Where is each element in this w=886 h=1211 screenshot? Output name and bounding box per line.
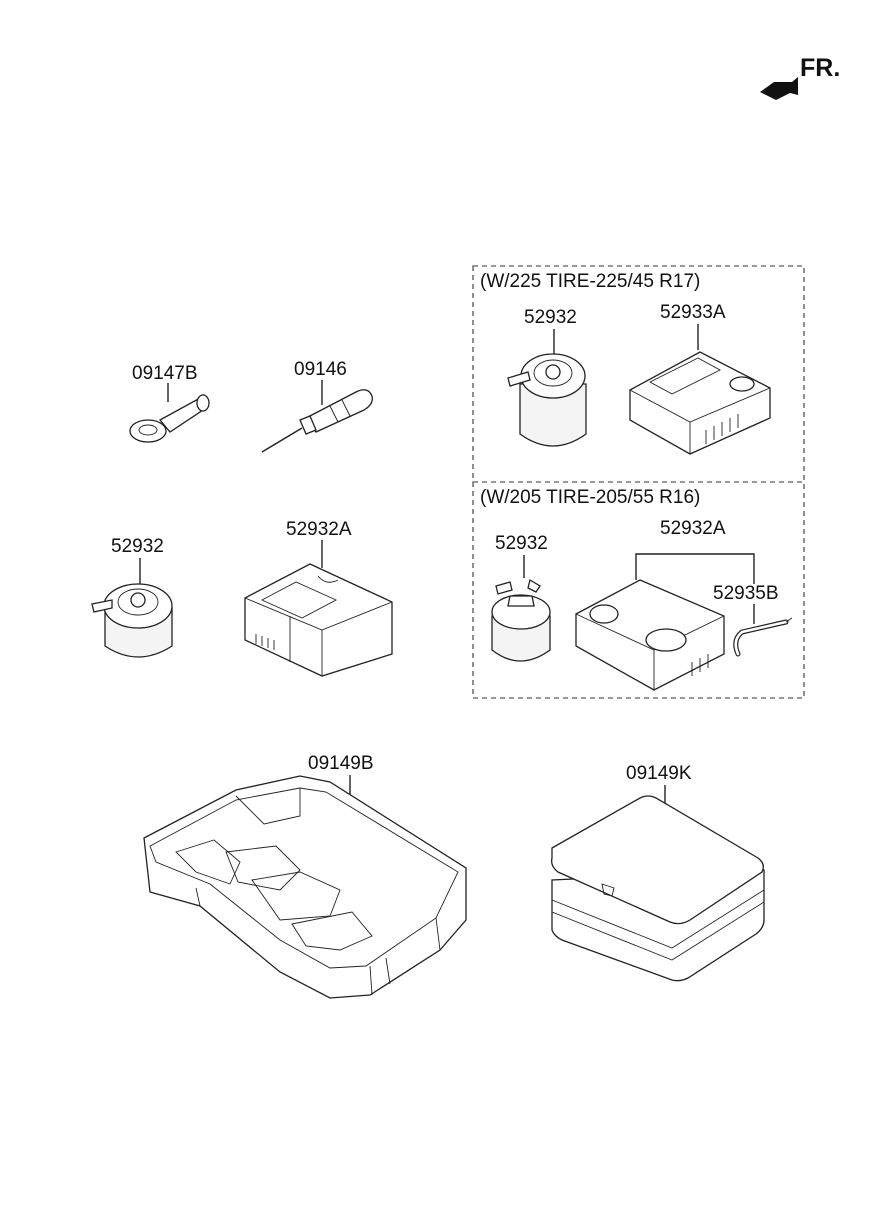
part-label-09149K: 09149K [626,763,692,784]
part-label-52932-option-205: 52932 [495,533,548,554]
part-label-52932A-option-205: 52932A [660,518,726,539]
part-label-52933A: 52933A [660,302,726,323]
part-label-52935B: 52935B [713,583,779,604]
option-label-225: (W/225 TIRE-225/45 R17) [480,271,700,292]
tool-case-icon [550,795,765,982]
part-52933A[interactable]: 52933A [629,302,771,455]
air-compressor-icon [575,579,725,691]
front-arrow-icon [760,77,798,100]
part-label-09147B: 09147B [132,363,198,384]
screwdriver-icon [261,389,373,453]
part-label-52932-standard: 52932 [111,536,164,557]
part-group-bracket [635,553,755,584]
part-52932A-standard[interactable]: 52932A [244,519,393,677]
part-label-52932-option-225: 52932 [524,307,577,328]
front-direction-indicator: FR. [760,54,840,100]
option-label-205: (W/205 TIRE-205/55 R16) [480,487,700,508]
part-09149K[interactable]: 09149K [550,763,765,982]
sealant-bottle-icon [91,583,173,658]
part-09147B[interactable]: 09147B [129,363,210,443]
part-09146[interactable]: 09146 [261,359,373,453]
part-52932-standard[interactable]: 52932 [91,536,173,658]
part-label-09149B: 09149B [308,753,374,774]
sealant-bottle-icon [491,578,551,662]
towing-hook-icon [129,394,210,443]
front-direction-label: FR. [800,54,840,82]
part-52932-option-205[interactable]: 52932 [491,533,551,662]
option-box-205 [472,481,805,699]
part-label-09146: 09146 [294,359,347,380]
part-52932A-option-205[interactable]: 52932A [575,518,755,691]
part-52932-option-225[interactable]: 52932 [507,307,587,447]
luggage-tray-icon [143,775,467,999]
air-compressor-icon [629,351,771,455]
air-hose-icon [733,617,793,657]
part-label-52932A-standard: 52932A [286,519,352,540]
air-compressor-icon [244,563,393,677]
sealant-bottle-icon [507,353,587,447]
part-52935B[interactable]: 52935B [713,583,793,657]
part-09149B[interactable]: 09149B [143,753,467,999]
